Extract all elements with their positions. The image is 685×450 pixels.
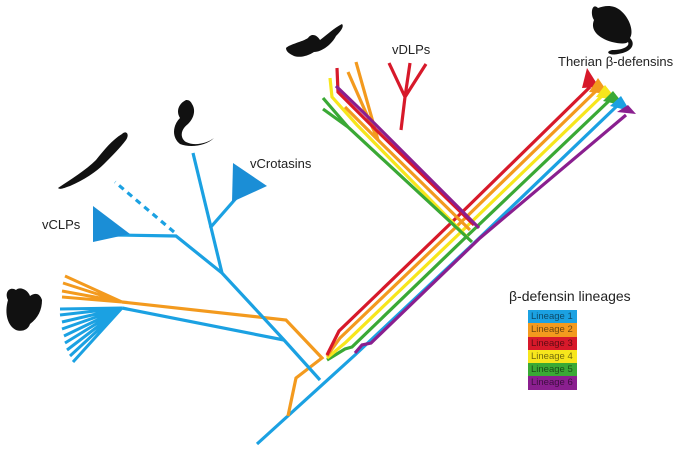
label-therian: Therian β-defensins bbox=[558, 54, 674, 69]
branch-lineage-2-upper bbox=[325, 88, 599, 357]
platypus-icon bbox=[286, 24, 343, 57]
legend: β-defensin lineages Lineage 1 Lineage 2 … bbox=[509, 288, 631, 390]
legend-item-lineage-6: Lineage 6 bbox=[528, 376, 577, 390]
branch-lineage-5 bbox=[326, 97, 613, 362]
label-vclps: vCLPs bbox=[42, 217, 81, 232]
branch-lineage-2-lower bbox=[121, 300, 325, 417]
vdlp-lineage-6 bbox=[334, 84, 481, 230]
vclps-clade-triangle bbox=[93, 206, 130, 242]
vdlp-red-clade bbox=[387, 62, 428, 131]
branch-lineage-6 bbox=[353, 113, 628, 355]
legend-title: β-defensin lineages bbox=[509, 288, 631, 304]
chicken-icon bbox=[6, 288, 43, 338]
snake-branch bbox=[191, 152, 224, 274]
silhouettes bbox=[6, 6, 633, 338]
rat-icon bbox=[591, 6, 633, 55]
legend-item-lineage-4: Lineage 4 bbox=[528, 349, 577, 364]
therian-fan bbox=[582, 68, 636, 114]
lizard-dashed-branch bbox=[113, 180, 176, 234]
vdlp-lineage-2 bbox=[343, 105, 472, 232]
lizard-icon bbox=[58, 132, 128, 189]
legend-box: Lineage 1 Lineage 2 Lineage 3 Lineage 4 … bbox=[528, 310, 577, 390]
branch-lineage-4 bbox=[325, 92, 606, 360]
vcrotasins-clade-triangle bbox=[232, 163, 267, 202]
vdlp-lineage-4 bbox=[328, 77, 470, 240]
legend-item-lineage-1: Lineage 1 bbox=[528, 310, 577, 324]
branch-lineage-3 bbox=[325, 85, 592, 356]
label-vcrotasins: vCrotasins bbox=[250, 156, 312, 171]
vdlp-lineage-3 bbox=[335, 67, 476, 227]
vdlp-lineage-5 bbox=[321, 96, 474, 244]
legend-item-lineage-5: Lineage 5 bbox=[528, 363, 577, 377]
legend-item-lineage-2: Lineage 2 bbox=[528, 323, 577, 337]
chicken-fan bbox=[59, 274, 124, 364]
legend-item-lineage-3: Lineage 3 bbox=[528, 336, 577, 350]
label-vdlps: vDLPs bbox=[392, 42, 431, 57]
snake-icon bbox=[174, 100, 214, 146]
